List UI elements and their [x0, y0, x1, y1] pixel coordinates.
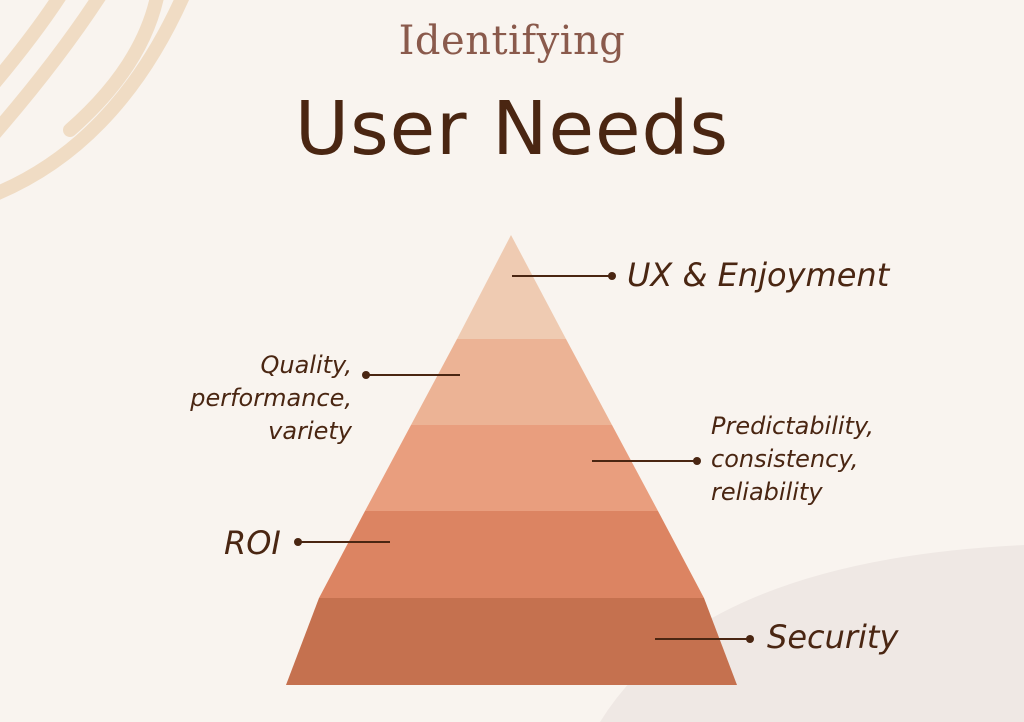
title-line-1: Identifying	[398, 18, 626, 64]
pyramid	[286, 235, 737, 685]
leader-dot-ux	[608, 272, 616, 280]
pyramid-tier-predictability	[365, 425, 658, 511]
decorative-arc-1	[0, 0, 106, 138]
decorative-arc-3	[63, 0, 164, 137]
leader-dots	[294, 272, 754, 643]
leader-lines	[298, 275, 750, 640]
pyramid-tier-roi	[319, 511, 704, 598]
leader-dot-security	[746, 635, 754, 643]
leader-dot-roi	[294, 538, 302, 546]
label-predictability: Predictability, consistency, reliability	[711, 412, 874, 506]
leader-dot-predictability	[693, 457, 701, 465]
pyramid-tier-ux-enjoyment	[457, 235, 566, 339]
leader-dot-quality	[362, 371, 370, 379]
label-roi: ROI	[224, 524, 281, 562]
decorative-arc-2	[0, 0, 66, 88]
decorative-arc-4	[0, 0, 189, 200]
pyramid-tier-quality	[411, 339, 612, 425]
decorative-arcs	[0, 0, 189, 200]
label-security: Security	[767, 618, 899, 656]
pyramid-tier-security	[286, 598, 737, 685]
label-ux-enjoyment: UX & Enjoyment	[627, 256, 890, 294]
label-quality: Quality, performance, variety	[190, 351, 352, 445]
title-line-2: User Needs	[294, 86, 730, 172]
